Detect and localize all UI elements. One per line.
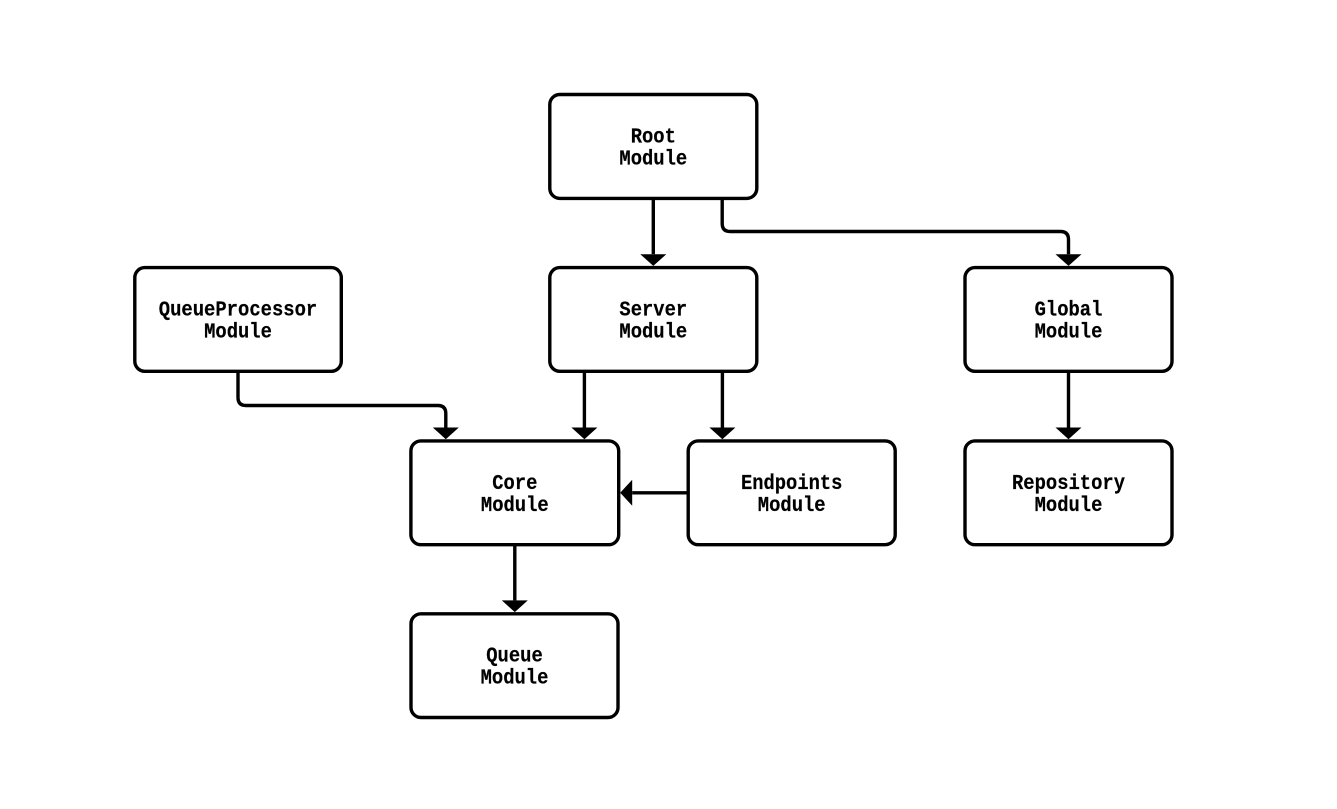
svg-text:Root: Root xyxy=(631,126,676,149)
svg-text:Core: Core xyxy=(492,473,537,496)
svg-text:Global: Global xyxy=(1035,300,1103,323)
svg-text:Endpoints: Endpoints xyxy=(741,473,843,496)
svg-text:Module: Module xyxy=(1035,495,1103,518)
svg-text:Module: Module xyxy=(1035,322,1103,345)
svg-text:Module: Module xyxy=(481,495,549,518)
svg-text:Server: Server xyxy=(619,300,687,323)
svg-text:Module: Module xyxy=(758,495,826,518)
svg-text:QueueProcessor: QueueProcessor xyxy=(159,300,318,323)
svg-text:Module: Module xyxy=(619,322,687,345)
svg-text:Module: Module xyxy=(481,668,549,691)
svg-text:Module: Module xyxy=(619,148,687,171)
svg-text:Repository: Repository xyxy=(1012,473,1125,496)
svg-text:Queue: Queue xyxy=(486,646,543,669)
svg-text:Module: Module xyxy=(204,322,272,345)
